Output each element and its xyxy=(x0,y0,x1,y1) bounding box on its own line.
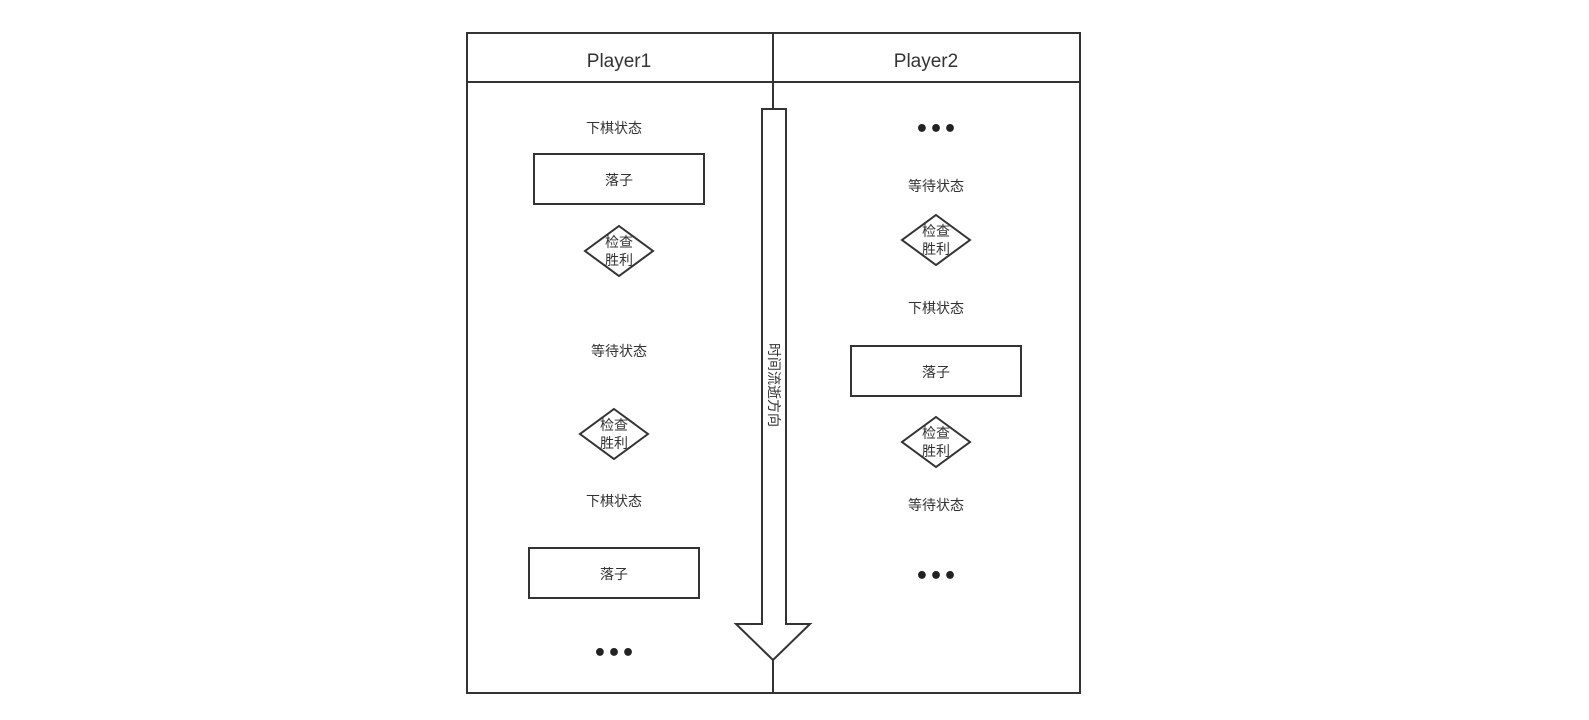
p1-check-win-2-line1: 检查 xyxy=(600,418,628,434)
p2-place-piece-label: 落子 xyxy=(922,365,950,381)
p2-place-piece-box xyxy=(850,345,1022,397)
lane-header-player2: Player2 xyxy=(894,51,958,72)
time-arrow-label: 时间流逝方向 xyxy=(765,343,781,427)
p1-place-piece-label: 落子 xyxy=(605,173,633,189)
time-arrow xyxy=(733,108,813,662)
p1-state-playing: 下棋状态 xyxy=(586,121,642,137)
p2-check-win-line1: 检查 xyxy=(922,224,950,240)
p1-state-playing-2: 下棋状态 xyxy=(586,494,642,510)
p2-state-waiting: 等待状态 xyxy=(908,178,964,195)
p2-check-win-diamond-2 xyxy=(900,415,972,469)
p1-continuation-ellipsis: ••• xyxy=(593,641,635,666)
p2-check-win-2-line1: 检查 xyxy=(922,426,950,442)
p1-check-win-diamond xyxy=(583,224,655,278)
p2-check-win-2-line2: 胜利 xyxy=(922,444,950,460)
p2-check-win-diamond xyxy=(900,213,972,267)
p2-state-playing: 下棋状态 xyxy=(908,301,964,317)
p1-check-win-2-line2: 胜利 xyxy=(600,436,628,452)
p2-ellipsis-top: ••• xyxy=(915,117,957,142)
p1-check-win-line1: 检查 xyxy=(605,235,633,251)
p1-place-piece-label-2: 落子 xyxy=(600,567,628,583)
p2-state-waiting-2: 等待状态 xyxy=(908,497,964,514)
p1-check-win-diamond-2 xyxy=(578,407,650,461)
p2-ellipsis-bottom: ••• xyxy=(915,564,957,589)
p1-state-waiting: 等待状态 xyxy=(591,343,647,360)
p1-check-win-line2: 胜利 xyxy=(605,253,633,269)
p1-place-piece-box-2 xyxy=(528,547,700,599)
lane-header-player1: Player1 xyxy=(587,51,651,72)
p2-check-win-line2: 胜利 xyxy=(922,242,950,258)
p1-place-piece-box xyxy=(533,153,705,205)
